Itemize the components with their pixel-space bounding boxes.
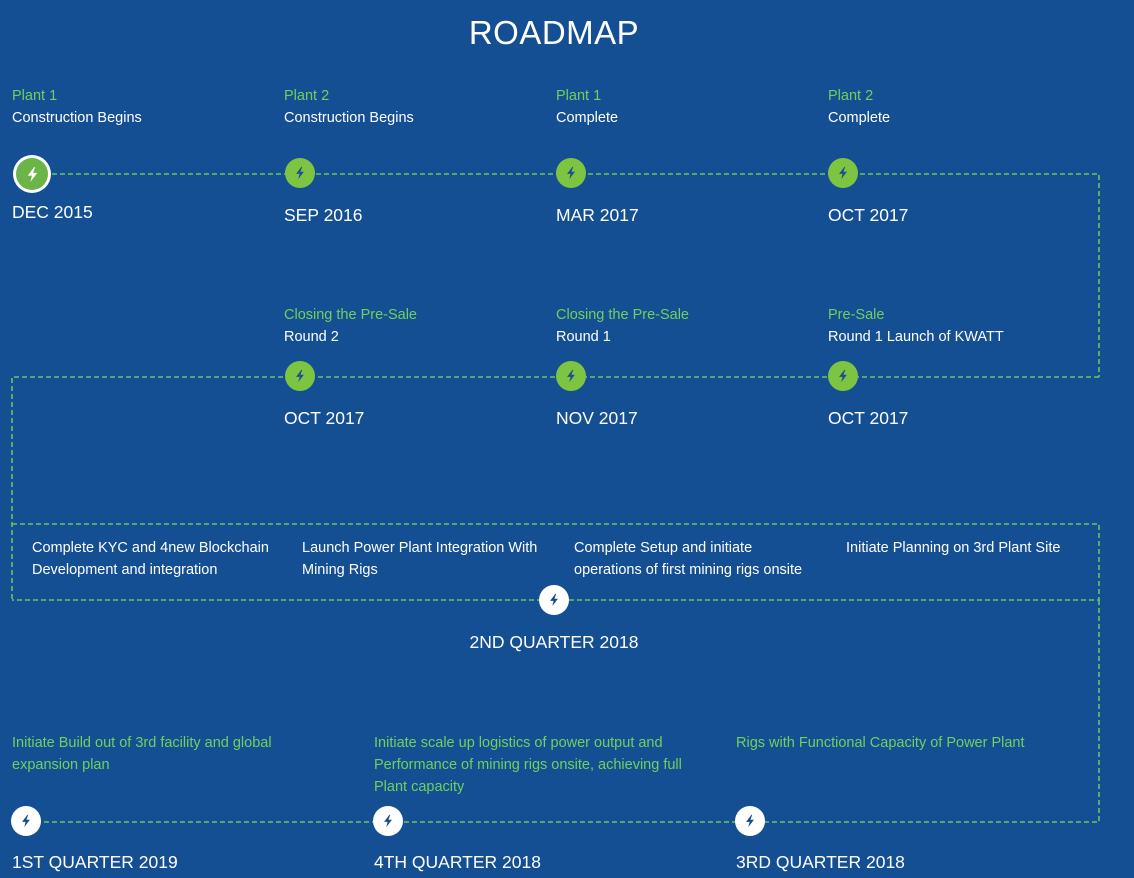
milestone-label: Construction Begins — [12, 110, 142, 126]
milestone-date: OCT 2017 — [828, 205, 909, 225]
milestone-date: 1ST QUARTER 2019 — [12, 852, 178, 872]
milestone-date: 4TH QUARTER 2018 — [374, 852, 541, 872]
milestone-subtitle: Plant 1 — [556, 88, 602, 104]
milestone-title-mar-2017: Plant 1 Complete — [556, 85, 618, 129]
page-title: ROADMAP — [468, 14, 640, 51]
lightning-bolt-icon — [27, 166, 37, 182]
desc-line: Initiate Build out of 3rd facility and g… — [12, 735, 272, 751]
timeline-node — [373, 806, 403, 836]
start-node — [13, 155, 51, 193]
lightning-bolt-icon — [296, 369, 304, 383]
milestone-label: Construction Begins — [284, 110, 414, 126]
milestone-date: NOV 2017 — [556, 408, 638, 428]
milestone-title-presale-round-2: Closing the Pre-Sale Round 2 — [284, 304, 417, 348]
task-line: Complete KYC and 4new Blockchain — [32, 540, 269, 556]
desc-line: Rigs with Functional Capacity of Power P… — [736, 735, 1025, 751]
milestone-label: Complete — [556, 110, 619, 126]
timeline-node — [828, 361, 858, 391]
milestone-label: Round 1 Launch of KWATT — [828, 329, 1004, 345]
milestone-title-sep-2016: Plant 2 Construction Begins — [284, 85, 414, 129]
timeline-node — [285, 158, 315, 188]
timeline-node — [735, 806, 765, 836]
milestone-title-presale-round-1: Closing the Pre-Sale Round 1 — [556, 304, 689, 348]
milestone-date: SEP 2016 — [284, 205, 363, 225]
task-line: Development and integration — [32, 562, 218, 578]
quarter-task-setup: Complete Setup and initiate operations o… — [574, 537, 802, 581]
lightning-bolt-icon — [22, 814, 30, 828]
milestone-date: OCT 2017 — [828, 408, 909, 428]
milestone-desc-q4-2018: Initiate scale up logistics of power out… — [374, 732, 682, 798]
timeline-node — [285, 361, 315, 391]
milestone-date: 3RD QUARTER 2018 — [736, 852, 905, 872]
milestone-subtitle: Plant 2 — [828, 88, 874, 104]
milestone-date: OCT 2017 — [284, 408, 365, 428]
lightning-bolt-icon — [746, 814, 754, 828]
lightning-bolt-icon — [839, 166, 847, 180]
task-line: operations of first mining rigs onsite — [574, 562, 803, 578]
milestone-subtitle: Plant 2 — [284, 88, 330, 104]
milestone-date: MAR 2017 — [556, 205, 639, 225]
lightning-bolt-icon — [567, 166, 575, 180]
milestone-label: Complete — [828, 110, 891, 126]
milestone-subtitle: Closing the Pre-Sale — [284, 307, 417, 323]
milestone-label: Round 1 — [556, 329, 611, 345]
timeline-node — [828, 158, 858, 188]
milestone-title-dec-2015: Plant 1 Construction Begins — [12, 85, 142, 129]
milestone-desc-q3-2018: Rigs with Functional Capacity of Power P… — [736, 732, 1025, 754]
task-line: Complete Setup and initiate — [574, 540, 753, 556]
milestone-subtitle: Pre-Sale — [828, 307, 885, 323]
desc-line: Performance of mining rigs onsite, achie… — [374, 757, 682, 773]
quarter-task-planning: Initiate Planning on 3rd Plant Site — [846, 537, 1060, 559]
lightning-bolt-icon — [550, 593, 558, 607]
task-line: Initiate Planning on 3rd Plant Site — [846, 540, 1061, 556]
milestone-title-presale-launch: Pre-Sale Round 1 Launch of KWATT — [828, 304, 1004, 348]
milestone-subtitle: Plant 1 — [12, 88, 58, 104]
milestone-subtitle: Closing the Pre-Sale — [556, 307, 689, 323]
milestone-label: Round 2 — [284, 329, 339, 345]
milestone-date: DEC 2015 — [12, 202, 93, 222]
lightning-bolt-icon — [384, 814, 392, 828]
lightning-bolt-icon — [839, 369, 847, 383]
lightning-bolt-icon — [296, 166, 304, 180]
lightning-bolt-icon — [567, 369, 575, 383]
desc-line: Initiate scale up logistics of power out… — [374, 735, 663, 751]
quarter-task-integration: Launch Power Plant Integration With Mini… — [302, 537, 537, 581]
desc-line: Plant capacity — [374, 779, 465, 795]
timeline-node — [539, 585, 569, 615]
milestone-date: 2ND QUARTER 2018 — [469, 632, 639, 652]
timeline-node — [11, 806, 41, 836]
task-line: Launch Power Plant Integration With — [302, 540, 538, 556]
desc-line: expansion plan — [12, 757, 110, 773]
task-line: Mining Rigs — [302, 562, 378, 578]
start-node-inner — [16, 158, 48, 190]
quarter-task-kyc: Complete KYC and 4new Blockchain Develop… — [32, 537, 269, 581]
milestone-desc-q1-2019: Initiate Build out of 3rd facility and g… — [12, 732, 272, 776]
milestone-title-oct-2017: Plant 2 Complete — [828, 85, 890, 129]
timeline-node — [556, 158, 586, 188]
timeline-node — [556, 361, 586, 391]
